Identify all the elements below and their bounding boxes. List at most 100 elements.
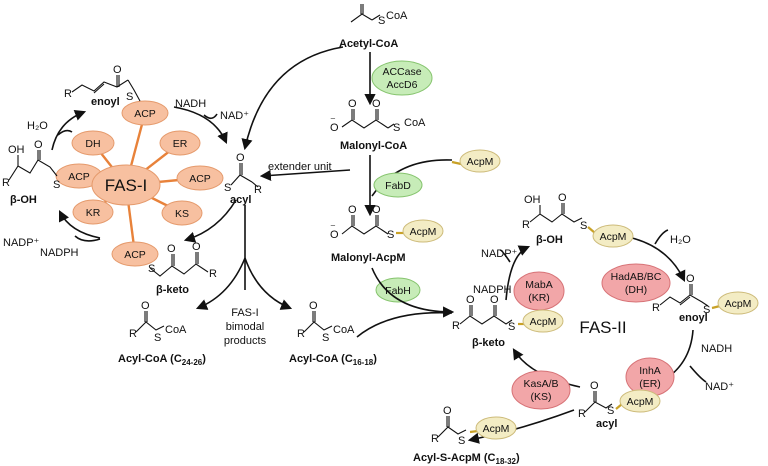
- svg-text:R: R: [254, 184, 262, 196]
- fabd-enzyme: FabD: [373, 172, 423, 198]
- malonyl-acpm-to-fas2-arrow: [371, 267, 455, 318]
- svg-text:R: R: [129, 328, 137, 340]
- fas1-acyl-structure: O S R acyl: [224, 152, 262, 206]
- kasa-enzyme: KasA/B (KS): [511, 370, 571, 410]
- fas2-nadp-plus: NADP⁺: [481, 248, 518, 260]
- svg-text:O: O: [167, 243, 176, 255]
- svg-text:O: O: [192, 241, 201, 253]
- svg-text:R: R: [64, 88, 72, 100]
- extender-unit-arrow: [259, 169, 351, 181]
- svg-text:Malonyl-CoA: Malonyl-CoA: [340, 140, 407, 152]
- svg-text:O: O: [141, 300, 150, 312]
- svg-text:S: S: [322, 332, 329, 344]
- svg-text:β-OH: β-OH: [10, 194, 37, 206]
- svg-text:CoA: CoA: [165, 324, 187, 336]
- svg-text:CoA: CoA: [333, 324, 355, 336]
- fas1-nadph: NADPH: [40, 247, 79, 259]
- svg-text:S: S: [378, 15, 385, 27]
- svg-text:R: R: [578, 408, 586, 420]
- fas2-center: FAS-II: [579, 318, 626, 337]
- svg-text:S: S: [53, 179, 60, 191]
- svg-text:O: O: [590, 380, 599, 392]
- fas1-acp-bottom: ACP: [111, 241, 159, 267]
- svg-text:(KR): (KR): [528, 292, 550, 304]
- fas1-nadh: NADH: [175, 98, 206, 110]
- fas1-product-long-arrow: [195, 257, 246, 310]
- fas1-dh-domain: DH: [71, 130, 115, 156]
- acyl-coa-long-structure: R O S CoA Acyl-CoA (C24-26): [118, 300, 206, 367]
- svg-text:AcpM: AcpM: [483, 423, 510, 435]
- malonyl-acpm-structure: AcpM O ⁻ O O S Malonyl-AcpM: [330, 204, 444, 264]
- fas2-product-structure: AcpM R O S Acyl-S-AcpM (C18-32): [413, 405, 520, 466]
- svg-text:AcpM: AcpM: [530, 316, 557, 328]
- svg-text:ACP: ACP: [134, 108, 156, 120]
- svg-text:O: O: [348, 98, 357, 110]
- svg-text:products: products: [224, 335, 267, 347]
- fas1-beta-keto-structure: O O S R β-keto: [148, 241, 217, 296]
- maba-enzyme: MabA (KR): [513, 271, 565, 311]
- svg-text:AcpM: AcpM: [600, 231, 627, 243]
- acpm-donor: AcpM: [451, 149, 501, 173]
- svg-text:Acyl-CoA (C16-18): Acyl-CoA (C16-18): [289, 353, 377, 367]
- fas1-beta-oh-structure: OH O S R β-OH: [2, 139, 60, 206]
- svg-text:O: O: [466, 294, 475, 306]
- acyl-coa-short-to-fas2-curve: [356, 311, 453, 338]
- extender-unit-label: extender unit: [268, 161, 332, 173]
- svg-text:O: O: [372, 204, 381, 216]
- svg-text:⁻: ⁻: [330, 115, 336, 127]
- fas1-cycle-arrows: [51, 106, 237, 243]
- svg-text:O: O: [443, 405, 452, 417]
- svg-text:S: S: [224, 182, 231, 194]
- svg-text:R: R: [522, 219, 530, 231]
- fas1-kr-domain: KR: [72, 199, 114, 225]
- fas1-product-short-arrow: [244, 257, 293, 310]
- fas1-nadp-plus: NADP⁺: [3, 237, 40, 249]
- svg-text:S: S: [387, 229, 394, 241]
- svg-text:O: O: [113, 64, 122, 76]
- svg-text:S: S: [154, 332, 161, 344]
- fas1-acp-top: ACP: [121, 100, 169, 126]
- svg-text:enoyl: enoyl: [679, 312, 708, 324]
- svg-text:S: S: [458, 435, 465, 447]
- acetyl-to-acyl-arrow: [241, 46, 344, 151]
- fas1-center: FAS-I: [91, 164, 161, 206]
- fas2-h2o: H₂O: [670, 234, 691, 246]
- svg-text:R: R: [431, 433, 439, 445]
- svg-text:O: O: [309, 300, 318, 312]
- svg-text:Acetyl-CoA: Acetyl-CoA: [339, 38, 398, 50]
- svg-text:ACCase: ACCase: [382, 66, 421, 78]
- fas1-complex: ACP DH ER ACP ACP KR KS ACP: [55, 100, 224, 267]
- fas1-nad-plus: NAD⁺: [220, 110, 249, 122]
- svg-text:Malonyl-AcpM: Malonyl-AcpM: [331, 252, 406, 264]
- svg-text:KS: KS: [175, 208, 189, 220]
- svg-text:O: O: [236, 152, 245, 164]
- fas1-acp-left: ACP: [55, 163, 103, 189]
- svg-text:O: O: [330, 122, 339, 134]
- svg-text:bimodal: bimodal: [226, 321, 265, 333]
- svg-text:(ER): (ER): [639, 378, 661, 390]
- svg-text:R: R: [209, 268, 217, 280]
- svg-text:S: S: [393, 122, 400, 134]
- svg-text:ACP: ACP: [124, 249, 146, 261]
- svg-text:ACP: ACP: [189, 173, 211, 185]
- acyl-coa-short-structure: R O S CoA Acyl-CoA (C16-18): [289, 300, 377, 367]
- svg-text:Acyl-S-AcpM (C18-32): Acyl-S-AcpM (C18-32): [413, 452, 520, 466]
- svg-text:enoyl: enoyl: [91, 96, 120, 108]
- svg-text:AccD6: AccD6: [387, 79, 418, 91]
- fabh-enzyme: FabH: [375, 277, 421, 303]
- fas2-beta-keto-structure: AcpM R O O S β-keto: [452, 294, 564, 349]
- svg-text:InhA: InhA: [639, 365, 661, 377]
- svg-text:Acyl-CoA (C24-26): Acyl-CoA (C24-26): [118, 353, 206, 367]
- fas2-nad-plus: NAD⁺: [705, 381, 734, 393]
- svg-text:(DH): (DH): [625, 284, 647, 296]
- fas1-acp-right: ACP: [176, 165, 224, 191]
- svg-text:acyl: acyl: [230, 194, 251, 206]
- svg-text:OH: OH: [8, 144, 25, 156]
- fas1-bimodal-label: FAS-I bimodal products: [224, 307, 267, 347]
- svg-text:ACP: ACP: [68, 171, 90, 183]
- svg-text:O: O: [372, 98, 381, 110]
- svg-text:AcpM: AcpM: [410, 226, 437, 238]
- fas1-ks-domain: KS: [161, 200, 203, 226]
- fas2-enoyl-structure: AcpM R O S enoyl: [652, 273, 759, 324]
- svg-text:R: R: [297, 328, 305, 340]
